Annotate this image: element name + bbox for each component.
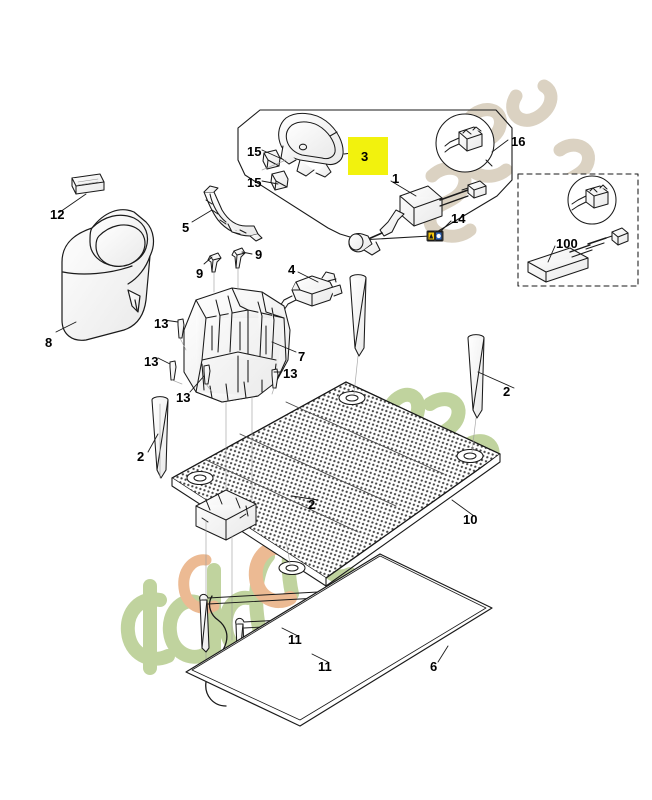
perimeter-wire — [205, 595, 228, 707]
part-7-housing — [183, 287, 291, 403]
callout-2-a: 2 — [137, 449, 145, 464]
highlight-box-part-3[interactable]: 3 — [348, 137, 388, 175]
part-16-detail-circle — [435, 113, 495, 173]
part-13-screws — [169, 318, 279, 389]
callout-13-a: 13 — [154, 316, 169, 331]
callout-14: 14 — [451, 211, 466, 226]
callout-100: 100 — [556, 236, 578, 251]
part-9-screws — [207, 247, 246, 273]
callout-2-b: 2 — [503, 384, 511, 399]
callout-10: 10 — [463, 512, 478, 527]
part-8-cover — [61, 209, 155, 341]
callout-9-b: 9 — [255, 247, 263, 262]
callout-5: 5 — [182, 220, 190, 235]
part-14-warning-label — [426, 230, 444, 242]
callout-15-a: 15 — [247, 144, 262, 159]
callout-8: 8 — [45, 335, 53, 350]
part-3-bezel — [278, 112, 344, 178]
part-10-base-plate — [171, 381, 501, 587]
part-5-bracket — [203, 185, 263, 242]
callout-13-d: 13 — [283, 366, 298, 381]
callout-7: 7 — [298, 349, 306, 364]
callout-12: 12 — [50, 207, 65, 222]
part-4-connector — [279, 271, 343, 311]
callout-4: 4 — [288, 262, 296, 277]
callout-13-b: 13 — [144, 354, 159, 369]
part-100-group — [517, 173, 639, 287]
part-6-mat — [185, 553, 493, 727]
leader-lines — [55, 139, 556, 663]
callout-9-a: 9 — [196, 266, 204, 281]
part-15-clips — [262, 149, 289, 191]
callout-2-c: 2 — [308, 497, 316, 512]
callout-3: 3 — [361, 149, 369, 164]
part-1-power-supply — [348, 180, 487, 256]
callout-11-a: 11 — [288, 632, 302, 647]
part-12-label-plate — [71, 173, 105, 195]
callout-1: 1 — [392, 171, 400, 186]
callout-15-b: 15 — [247, 175, 262, 190]
callout-13-c: 13 — [176, 390, 191, 405]
callout-11-b: 11 — [318, 659, 332, 674]
callout-6: 6 — [430, 659, 438, 674]
callout-16: 16 — [511, 134, 526, 149]
